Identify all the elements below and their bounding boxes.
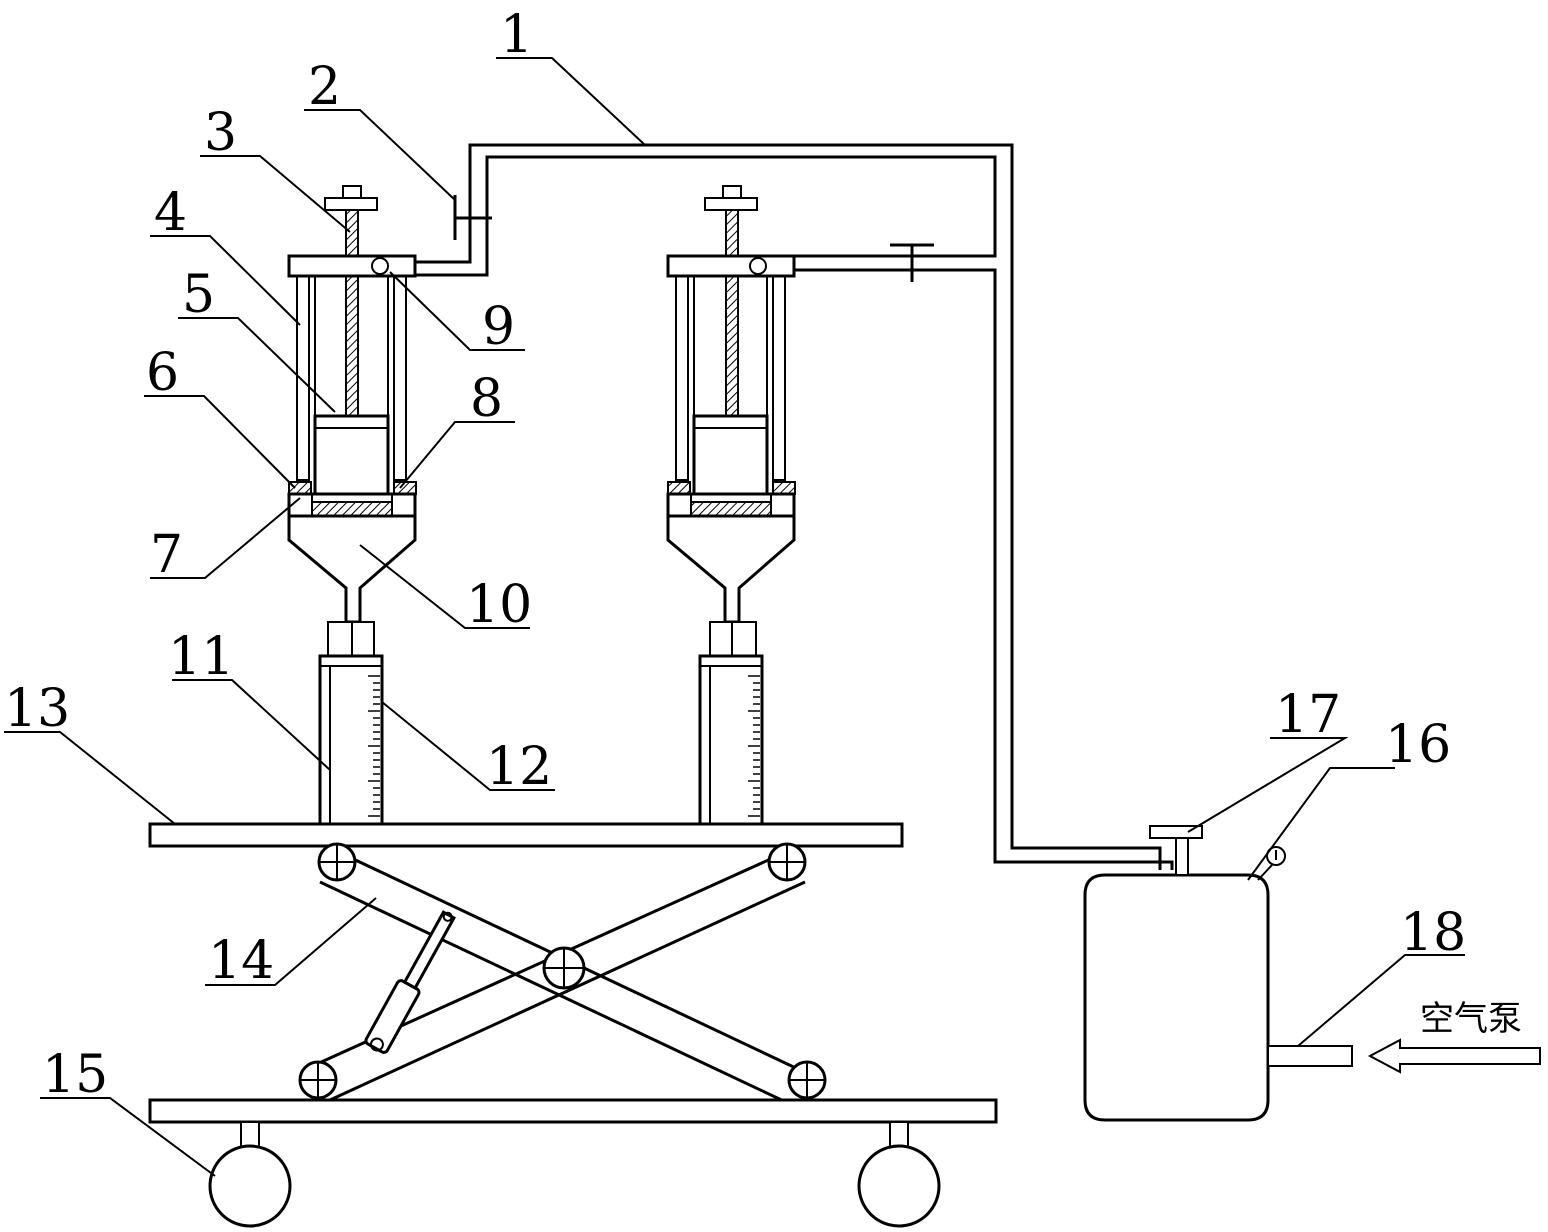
label-16: 16 xyxy=(1385,715,1451,775)
valve-right xyxy=(890,243,934,282)
label-1: 1 xyxy=(500,5,533,65)
label-2: 2 xyxy=(308,57,341,117)
wheel-left xyxy=(208,1121,292,1228)
label-6: 6 xyxy=(146,343,179,403)
scissor-lift xyxy=(298,842,827,1106)
label-11: 11 xyxy=(168,627,234,687)
part-labels: 1 2 3 4 5 6 8 7 9 10 11 12 13 14 15 16 1… xyxy=(4,5,1466,1105)
label-17: 17 xyxy=(1275,685,1341,745)
label-10: 10 xyxy=(466,575,532,635)
label-3: 3 xyxy=(204,103,237,163)
label-5: 5 xyxy=(182,265,215,325)
gas-pipe xyxy=(395,143,1174,870)
tank-valve xyxy=(1149,825,1203,876)
wheel-right xyxy=(857,1121,941,1228)
label-14: 14 xyxy=(208,931,274,991)
measuring-cylinder-left xyxy=(318,621,384,826)
upper-platform xyxy=(148,822,904,848)
label-7: 7 xyxy=(150,525,183,585)
leader-lines xyxy=(4,57,1465,1177)
label-4: 4 xyxy=(154,183,187,243)
pressure-gauge xyxy=(1257,846,1286,881)
measuring-cylinder-right xyxy=(698,621,764,826)
air-inlet xyxy=(1267,1045,1353,1067)
valve-left xyxy=(453,195,492,240)
label-12: 12 xyxy=(486,737,552,797)
gas-tank xyxy=(1083,873,1270,1122)
label-13: 13 xyxy=(4,679,70,739)
cylinder-left xyxy=(287,185,417,624)
label-18: 18 xyxy=(1400,903,1466,963)
cylinder-right xyxy=(666,185,796,624)
air-pump-label: 空气泵 xyxy=(1420,999,1522,1039)
label-8: 8 xyxy=(470,369,503,429)
label-9: 9 xyxy=(482,297,515,357)
label-15: 15 xyxy=(42,1045,108,1105)
lower-platform xyxy=(148,1098,998,1124)
air-arrow xyxy=(1367,1038,1541,1074)
